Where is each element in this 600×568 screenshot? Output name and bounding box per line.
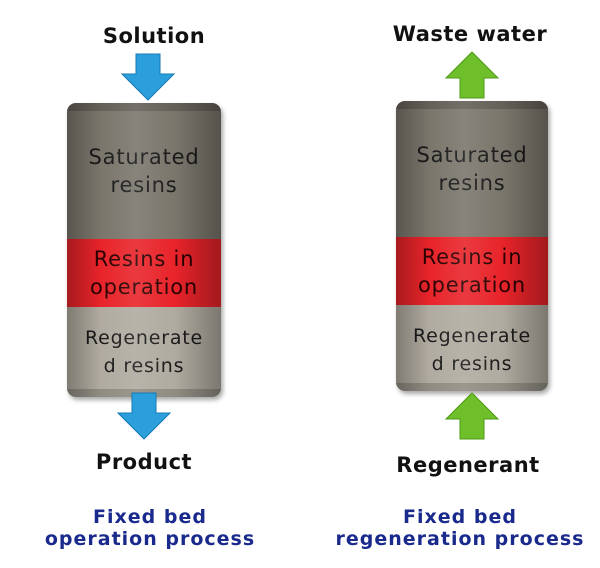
regenerated-resins-label: Regenerate d resins bbox=[84, 327, 204, 377]
regenerated-resins-zone: Regenerate d resins bbox=[396, 305, 548, 391]
regenerated-resins-zone: Regenerate d resins bbox=[67, 307, 221, 397]
regeneration-input-label: Regenerant bbox=[396, 453, 540, 477]
saturated-resins-zone: Saturated resins bbox=[67, 103, 221, 239]
operation-resins-zone: Resins in operation bbox=[396, 237, 548, 305]
saturated-resins-zone: Saturated resins bbox=[396, 101, 548, 237]
up-arrow-icon bbox=[444, 392, 500, 440]
operation-resins-label: Resins in operation bbox=[89, 247, 199, 299]
up-arrow-icon bbox=[444, 51, 500, 99]
down-arrow-icon bbox=[116, 392, 172, 440]
regenerated-resins-label: Regenerate d resins bbox=[412, 325, 532, 375]
operation-resins-zone: Resins in operation bbox=[67, 239, 221, 307]
regeneration-resin-column: Saturated resins Resins in operation Reg… bbox=[396, 101, 548, 391]
regeneration-output-label: Waste water bbox=[392, 22, 548, 46]
saturated-resins-label: Saturated resins bbox=[88, 145, 200, 197]
operation-resins-label: Resins in operation bbox=[417, 245, 527, 297]
regeneration-caption: Fixed bed regeneration process bbox=[335, 506, 585, 550]
operation-output-label: Product bbox=[95, 450, 193, 474]
saturated-resins-label: Saturated resins bbox=[416, 143, 528, 195]
operation-resin-column: Saturated resins Resins in operation Reg… bbox=[67, 103, 221, 397]
operation-caption: Fixed bed operation process bbox=[44, 506, 256, 550]
operation-input-label: Solution bbox=[102, 24, 206, 48]
down-arrow-icon bbox=[120, 53, 176, 101]
